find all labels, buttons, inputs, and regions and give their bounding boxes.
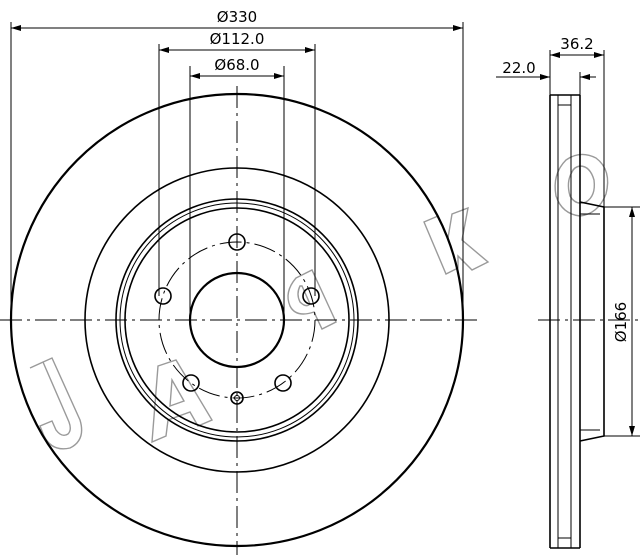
total-thickness-dimension: 36.2 xyxy=(549,35,605,207)
bolt-hole xyxy=(154,287,172,305)
center-bore-label: Ø68.0 xyxy=(214,56,259,74)
inner-diameter-dimension: Ø166 xyxy=(604,206,640,437)
bolt-hole xyxy=(302,287,320,305)
center-bore-dimension: Ø68.0 xyxy=(189,56,285,320)
bolt-circle-label: Ø112.0 xyxy=(210,30,265,48)
bolt-hole xyxy=(274,374,292,392)
disc-thickness-label: 22.0 xyxy=(502,59,535,77)
outer-diameter-dimension: Ø330 xyxy=(10,8,464,320)
disc-side-view xyxy=(538,94,640,549)
outer-diameter-label: Ø330 xyxy=(217,8,257,26)
bolt-hole xyxy=(182,374,200,392)
disc-thickness-dimension: 22.0 xyxy=(496,59,596,95)
bolt-circle-dimension: Ø112.0 xyxy=(158,30,316,296)
total-thickness-label: 36.2 xyxy=(560,35,593,53)
inner-diameter-label: Ø166 xyxy=(612,302,630,342)
disc-front-view xyxy=(0,86,478,555)
